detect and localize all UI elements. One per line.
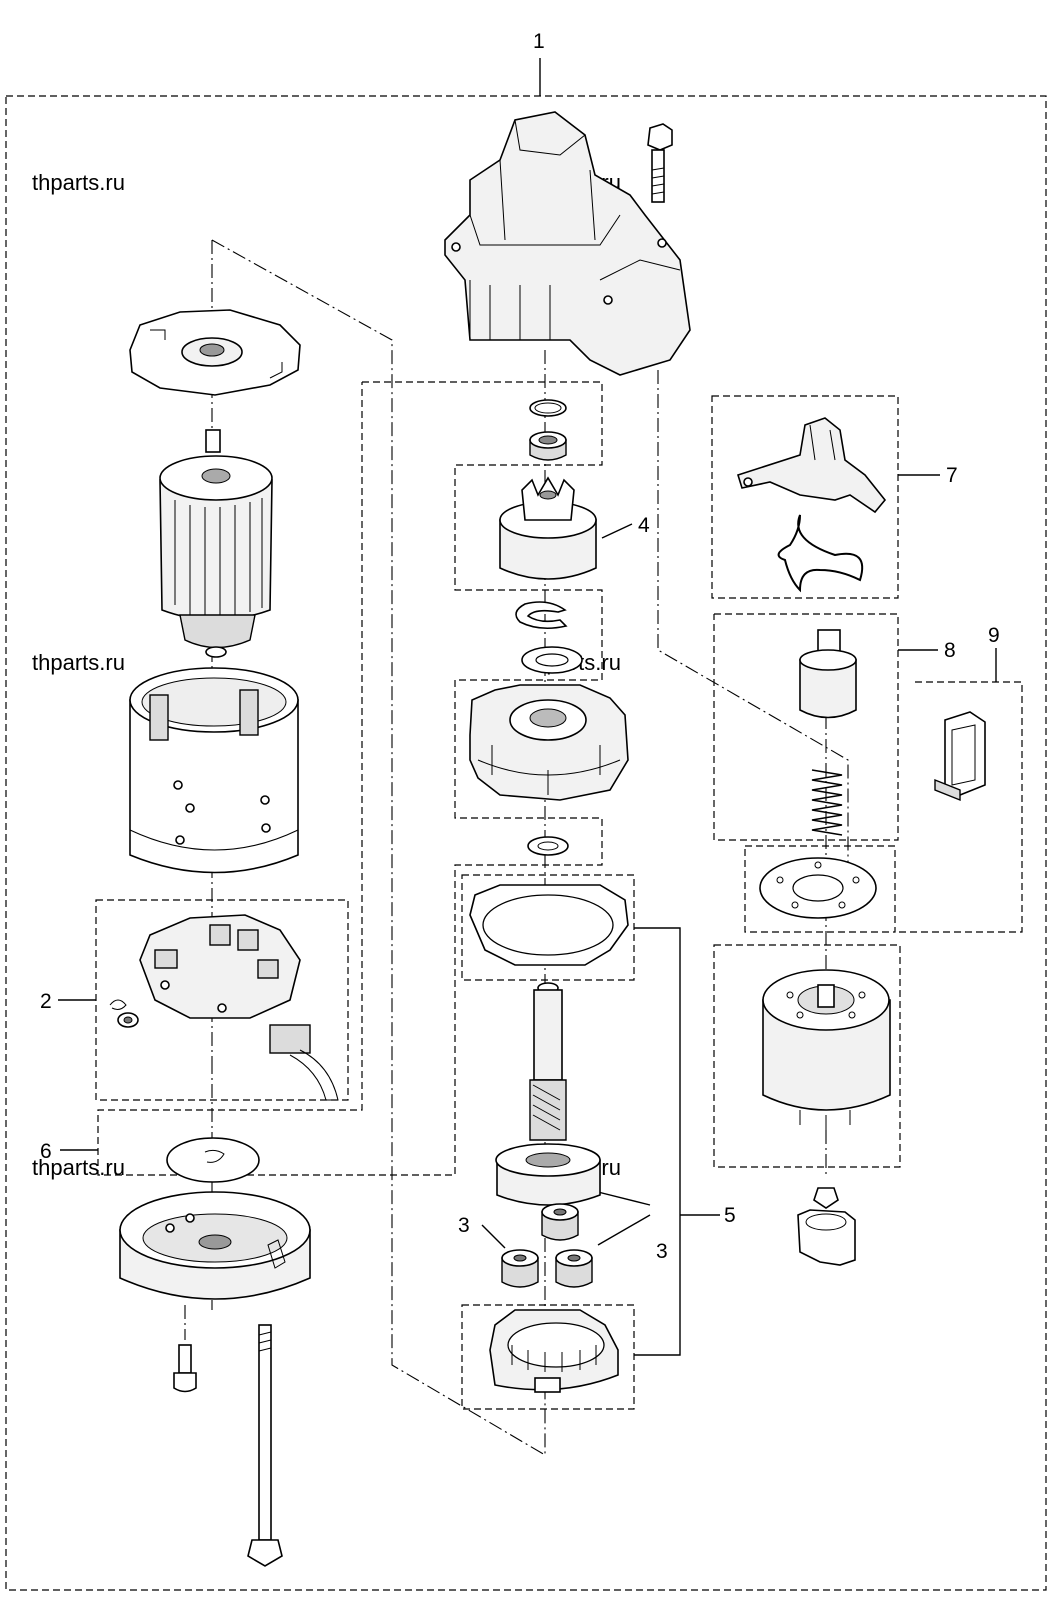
contact-plate[interactable] [934, 711, 986, 802]
callout-9[interactable]: 9 [988, 624, 1000, 682]
terminal-cap[interactable] [797, 1209, 856, 1266]
planet-gear[interactable] [501, 1249, 539, 1288]
armature[interactable] [159, 429, 273, 658]
internal-gear[interactable] [489, 1309, 619, 1393]
thrust-washer[interactable] [521, 646, 583, 674]
svg-text:3: 3 [458, 1214, 470, 1237]
shift-lever[interactable] [737, 417, 887, 514]
thrust-plate[interactable] [129, 309, 301, 396]
solenoid-box [713, 944, 901, 1168]
brush-holder[interactable] [139, 914, 339, 1101]
retaining-plate[interactable] [166, 1137, 260, 1183]
brush-spring[interactable] [109, 999, 139, 1028]
watermark-text: thparts.ru [32, 1155, 125, 1180]
end-cover[interactable] [119, 1191, 311, 1300]
group-5-lower-box [461, 1304, 635, 1410]
yoke[interactable] [129, 667, 299, 874]
watermark-text: thparts.ru [32, 650, 125, 675]
housing-bolt[interactable] [647, 123, 673, 203]
solenoid-gasket[interactable] [759, 857, 877, 919]
planet-gear[interactable] [555, 1249, 593, 1288]
terminal-nut[interactable] [813, 1187, 839, 1209]
svg-text:8: 8 [944, 639, 956, 662]
callout-6[interactable]: 6 [40, 1140, 98, 1163]
through-bolt[interactable] [247, 1324, 283, 1567]
output-shaft[interactable] [495, 982, 601, 1206]
solenoid-body[interactable] [762, 969, 891, 1140]
svg-text:1: 1 [533, 30, 545, 53]
callout-7[interactable]: 7 [898, 464, 958, 487]
svg-text:7: 7 [946, 464, 958, 487]
assembly-boundary [5, 95, 1047, 1591]
svg-text:5: 5 [724, 1204, 736, 1227]
callout-4[interactable]: 4 [601, 514, 650, 539]
svg-text:3: 3 [656, 1240, 668, 1263]
callout-8[interactable]: 8 [898, 639, 956, 662]
plunger[interactable] [799, 629, 857, 719]
svg-text:2: 2 [40, 990, 52, 1013]
svg-text:6: 6 [40, 1140, 52, 1163]
snap-ring[interactable] [529, 399, 567, 417]
callout-2[interactable]: 2 [40, 990, 96, 1013]
group-7-box [711, 395, 899, 599]
svg-text:9: 9 [988, 624, 1000, 647]
group-9-box [744, 845, 896, 933]
watermark-text: thparts.ru [32, 170, 125, 195]
pinion-clutch[interactable] [499, 476, 597, 580]
center-bracket[interactable] [469, 684, 629, 801]
callout-5[interactable]: 5 [634, 927, 736, 1356]
drive-housing[interactable] [444, 111, 691, 376]
svg-text:4: 4 [638, 514, 650, 537]
e-clip[interactable] [515, 601, 568, 630]
end-cover-screw[interactable] [173, 1344, 197, 1393]
bracket-washer[interactable] [527, 836, 569, 856]
gear-ring-plate[interactable] [469, 884, 629, 966]
lever-spring[interactable] [777, 514, 864, 593]
plunger-spring[interactable] [811, 769, 843, 836]
stop-collar[interactable] [529, 431, 567, 461]
planet-gear[interactable] [541, 1203, 579, 1241]
callout-1[interactable]: 1 [533, 30, 545, 96]
